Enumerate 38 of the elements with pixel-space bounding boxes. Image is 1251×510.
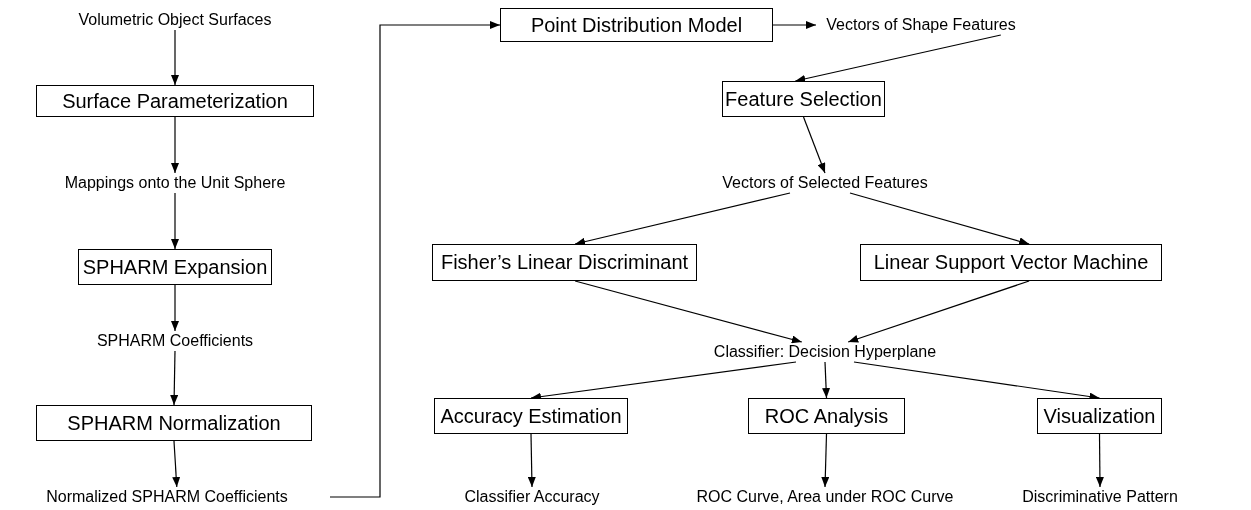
arrow	[847, 280, 1030, 343]
process-box: Surface Parameterization	[36, 85, 314, 117]
arrow	[772, 21, 817, 29]
arrow	[821, 433, 830, 488]
arrow	[849, 192, 1030, 246]
data-label: Vectors of Selected Features	[700, 173, 950, 193]
arrow	[170, 350, 179, 406]
arrow	[574, 192, 791, 246]
process-box: ROC Analysis	[748, 398, 905, 434]
arrow	[527, 433, 536, 488]
arrow	[329, 21, 501, 498]
process-box: Feature Selection	[722, 81, 885, 117]
data-label: SPHARM Coefficients	[80, 331, 270, 351]
process-box: Point Distribution Model	[500, 8, 773, 42]
arrow	[171, 192, 179, 250]
process-box: Visualization	[1037, 398, 1162, 434]
data-label: Discriminative Pattern	[1010, 487, 1190, 507]
data-label: Classifier: Decision Hyperplane	[680, 342, 970, 362]
arrow	[171, 284, 179, 332]
data-label: Volumetric Object Surfaces	[50, 10, 300, 30]
arrow	[822, 361, 831, 399]
arrow	[1095, 433, 1104, 488]
process-box: Accuracy Estimation	[434, 398, 628, 434]
data-label: Normalized SPHARM Coefficients	[4, 487, 330, 507]
arrow	[802, 116, 826, 174]
process-box: SPHARM Expansion	[78, 249, 272, 285]
arrow	[171, 29, 179, 86]
process-box: Fisher’s Linear Discriminant	[432, 244, 697, 281]
data-label: ROC Curve, Area under ROC Curve	[680, 487, 970, 507]
process-box: Linear Support Vector Machine	[860, 244, 1162, 281]
data-label: Classifier Accuracy	[440, 487, 624, 507]
arrow	[794, 34, 1002, 83]
arrow	[172, 440, 181, 488]
arrow	[171, 116, 179, 174]
arrow	[574, 280, 803, 344]
process-box: SPHARM Normalization	[36, 405, 312, 441]
data-label: Vectors of Shape Features	[816, 15, 1026, 35]
data-label: Mappings onto the Unit Sphere	[40, 173, 310, 193]
